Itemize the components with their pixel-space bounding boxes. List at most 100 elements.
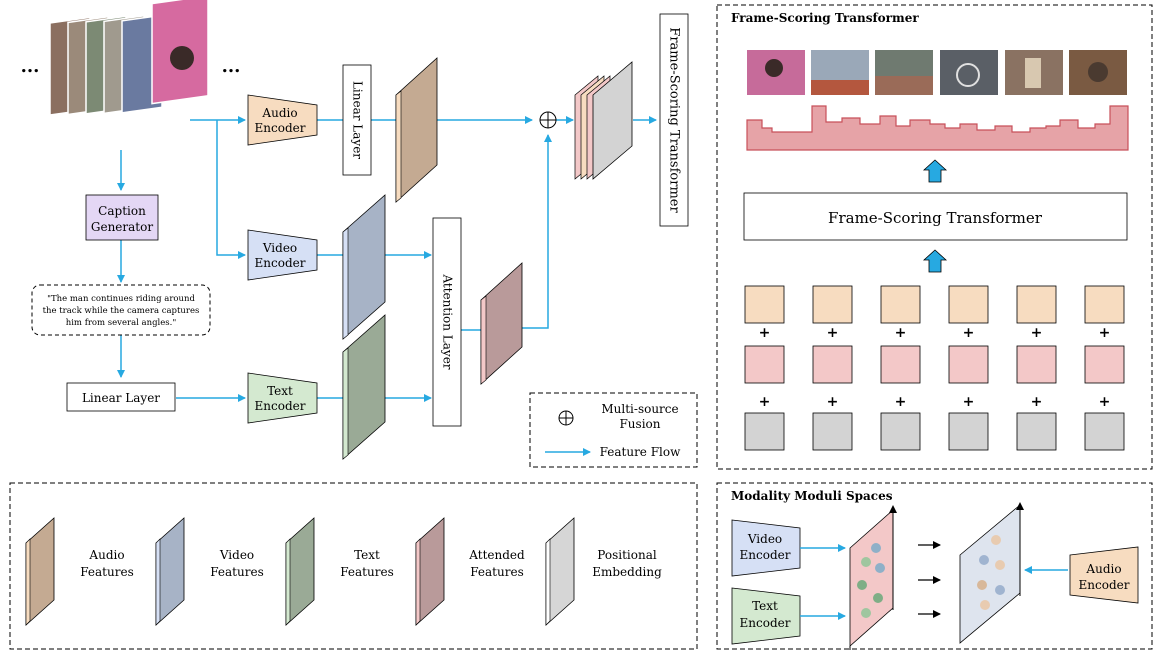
token-grid: ++++++++++++ (744, 285, 1125, 451)
moduli-text-encoder-label-1: Text (752, 599, 778, 613)
moduli-video-encoder-label-1: Video (747, 532, 782, 546)
text-encoder-label-2: Encoder (255, 399, 306, 413)
caption-generator-label-2: Generator (91, 220, 153, 234)
token-cell (1016, 345, 1057, 384)
moduli-space-left (849, 505, 897, 650)
moduli-audio-encoder-label-1: Audio (1085, 562, 1121, 576)
token-cell (812, 285, 853, 324)
token-cell (1084, 412, 1125, 451)
caption-text-line-1: "The man continues riding around (47, 294, 195, 304)
moduli-audio-encoder-label-2: Encoder (1079, 578, 1130, 592)
linear-layer-bottom-label: Linear Layer (82, 391, 160, 405)
token-cell (1016, 285, 1057, 324)
moduli-text-encoder: Text Encoder (731, 587, 801, 645)
linear-layer-bottom (66, 382, 176, 412)
feature-legend-label: Embedding (592, 565, 662, 579)
token-cell (880, 412, 921, 451)
caption-text-line-2: the track while the camera captures (43, 306, 200, 316)
moduli-video-encoder-label-2: Encoder (740, 548, 791, 562)
video-encoder: Video Encoder (247, 229, 318, 281)
frame-score-curve (746, 105, 1129, 151)
moduli-video-encoder: Video Encoder (731, 519, 801, 577)
frame-scoring-panel-title: Frame-Scoring Transformer (731, 11, 919, 25)
token-cell (948, 345, 989, 384)
caption-generator-box (85, 194, 159, 241)
token-cell (744, 285, 785, 324)
feature-legend-label: Features (80, 565, 133, 579)
plus-sign: + (1099, 394, 1111, 410)
token-cell (744, 345, 785, 384)
moduli-flow-arrows (800, 541, 1068, 620)
feature-flow-lines (117, 116, 657, 402)
token-cell (1084, 345, 1125, 384)
plus-sign: + (895, 325, 907, 341)
feature-legend-items: AudioFeaturesVideoFeaturesTextFeaturesAt… (25, 517, 662, 626)
plus-sign: + (963, 325, 975, 341)
caption-generator-label-1: Caption (98, 204, 146, 218)
frame-thumbnails (747, 50, 1127, 95)
audio-encoder-label-2: Encoder (255, 121, 306, 135)
caption-text-line-3: him from several angles." (66, 318, 177, 328)
video-encoder-label-2: Encoder (255, 256, 306, 270)
frame-thumbnail (940, 50, 998, 95)
ellipsis-left: ... (21, 56, 40, 77)
frame-scoring-transformer-label: Frame-Scoring Transformer (828, 209, 1043, 227)
up-arrow-icon (922, 249, 948, 273)
operator-legend-box (529, 392, 698, 468)
fusion-operator-icon (539, 111, 557, 129)
feature-legend-label: Audio (88, 548, 124, 562)
input-video-frames (49, 0, 209, 116)
feature-legend-label: Features (340, 565, 393, 579)
plus-sign: + (895, 394, 907, 410)
token-cell (880, 345, 921, 384)
plus-sign: + (759, 394, 771, 410)
text-encoder: Text Encoder (247, 372, 318, 424)
caption-text-box (31, 284, 211, 336)
moduli-audio-encoder: Audio Encoder (1069, 546, 1139, 604)
text-encoder-label-1: Text (267, 384, 293, 398)
legend-fusion-label-1: Multi-source (601, 402, 678, 416)
plus-sign: + (1031, 394, 1043, 410)
token-cell (880, 285, 921, 324)
attended-feature-slab (480, 262, 523, 385)
frame-scoring-transformer-vertical-label: Frame-Scoring Transformer (667, 27, 682, 213)
linear-layer-top-label: Linear Layer (351, 81, 365, 159)
up-arrow-icon (922, 159, 948, 183)
moduli-space-right (959, 502, 1024, 644)
text-feature-slab (342, 314, 386, 460)
frame-scoring-transformer-box (743, 192, 1128, 241)
video-feature-slab (342, 194, 386, 340)
audio-feature-slab (395, 57, 438, 203)
ellipsis-right: ... (222, 56, 241, 77)
audio-encoder-label-1: Audio (261, 106, 297, 120)
frame-scoring-transformer-block (659, 13, 689, 227)
legend-fusion-label-2: Fusion (619, 417, 660, 431)
attention-layer-label: Attention Layer (441, 273, 455, 369)
plus-sign: + (963, 394, 975, 410)
feature-legend-label: Features (210, 565, 263, 579)
feature-legend-label: Attended (468, 548, 525, 562)
linear-layer-top (342, 64, 372, 176)
plus-sign: + (827, 394, 839, 410)
moduli-text-encoder-label-2: Encoder (740, 616, 791, 630)
token-cell (1016, 412, 1057, 451)
legend-flow-label: Feature Flow (600, 445, 682, 459)
token-cell (812, 412, 853, 451)
feature-legend-label: Video (219, 548, 254, 562)
plus-sign: + (759, 325, 771, 341)
plus-sign: + (1099, 325, 1111, 341)
token-cell (1084, 285, 1125, 324)
token-cell (948, 412, 989, 451)
fused-feature-stack (574, 61, 633, 180)
plus-sign: + (827, 325, 839, 341)
attention-layer (432, 217, 462, 427)
token-cell (744, 412, 785, 451)
moduli-panel-title: Modality Moduli Spaces (731, 489, 893, 503)
feature-legend-label: Features (470, 565, 523, 579)
